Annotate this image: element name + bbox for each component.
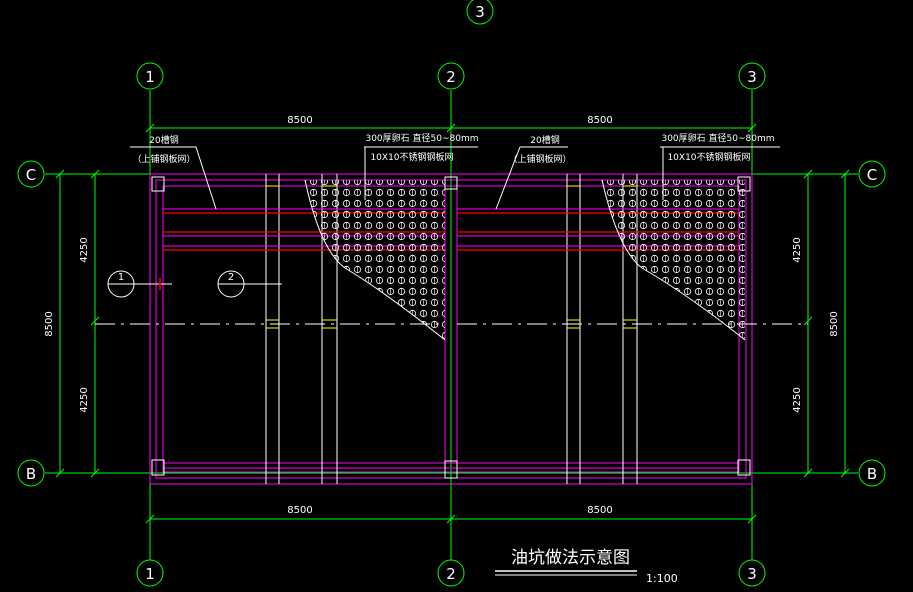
axis-label-right-c: C: [867, 166, 877, 184]
dimension-labels: 8500 8500 8500 8500 4250 4250 8500 4250 …: [44, 115, 840, 516]
dim-right-upper: 4250: [792, 237, 803, 262]
note-left-channel-2: （上铺钢板网）: [132, 153, 195, 165]
note-right-channel-2: （上铺钢板网）: [508, 153, 571, 165]
note-right-gravel-2: 10X10不锈钢钢板网: [667, 151, 750, 163]
leader-lines: [130, 146, 780, 210]
dim-top-left: 8500: [287, 115, 312, 126]
axis-label-top-2: 2: [446, 68, 456, 86]
note-left-channel-1: 20槽钢: [149, 134, 178, 146]
note-left-gravel-2: 10X10不锈钢钢板网: [370, 151, 453, 163]
dim-bottom-right: 8500: [587, 505, 612, 516]
note-left-gravel-1: 300厚卵石 直径50~80mm: [365, 132, 478, 144]
section-marker-1-label: 1: [118, 272, 124, 283]
notes-text: 20槽钢 （上铺钢板网） 300厚卵石 直径50~80mm 10X10不锈钢钢板…: [132, 132, 774, 165]
title-text: 油坑做法示意图: [511, 548, 630, 568]
dim-right-total: 8500: [829, 311, 840, 336]
gravel-area-right: [601, 179, 746, 341]
axis-label-top-overflow: 3: [475, 3, 485, 21]
axis-label-left-c: C: [26, 166, 36, 184]
axis-label-left-b: B: [26, 465, 36, 483]
dim-right-lower: 4250: [792, 387, 803, 412]
note-right-gravel-1: 300厚卵石 直径50~80mm: [661, 132, 774, 144]
axis-label-bottom-3: 3: [747, 565, 757, 583]
axis-label-top-1: 1: [145, 68, 155, 86]
drawing-title: 油坑做法示意图 1:100: [495, 548, 678, 585]
axis-label-bottom-2: 2: [446, 565, 456, 583]
axis-label-top-3: 3: [747, 68, 757, 86]
dim-left-upper: 4250: [79, 237, 90, 262]
axis-label-bottom-1: 1: [145, 565, 155, 583]
section-marker-1: 1: [107, 270, 172, 298]
scale-text: 1:100: [646, 572, 678, 585]
dim-left-lower: 4250: [79, 387, 90, 412]
dim-top-right: 8500: [587, 115, 612, 126]
section-marker-2: 2: [217, 270, 282, 298]
axis-bubble-labels: 3 1 2 3 1 2 3 C B C B: [26, 3, 877, 583]
dim-left-total: 8500: [44, 311, 55, 336]
axis-bubbles: [17, 0, 886, 587]
note-right-channel-1: 20槽钢: [530, 134, 559, 146]
dim-bottom-left: 8500: [287, 505, 312, 516]
section-marker-2-label: 2: [228, 272, 234, 283]
axis-label-right-b: B: [867, 465, 877, 483]
